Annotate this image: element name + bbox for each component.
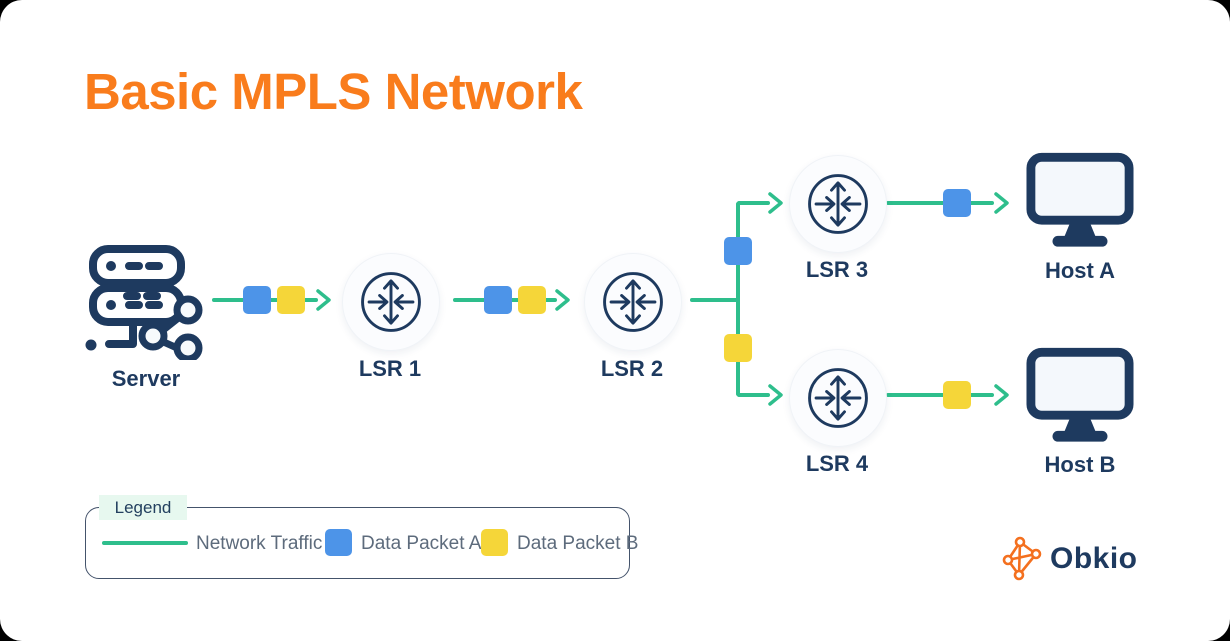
legend-title: Legend [114, 497, 172, 517]
legend-item-label: Data Packet B [517, 533, 639, 554]
page-title: Basic MPLS Network [84, 63, 583, 120]
router-icon [603, 272, 663, 332]
router-icon [361, 272, 421, 332]
node-label-host-b: Host B [1044, 452, 1116, 477]
data-packet-a [243, 286, 271, 314]
router-node-lsr2 [584, 253, 682, 351]
traffic-line [886, 393, 994, 397]
traffic-line [737, 393, 770, 397]
node-label-lsr4: LSR 4 [805, 451, 869, 476]
legend-item-label: Data Packet A [361, 533, 482, 554]
arrowhead-icon [316, 289, 331, 311]
arrowhead-icon [768, 192, 783, 214]
arrowhead-icon [555, 289, 570, 311]
data-packet-b [277, 286, 305, 314]
router-icon [808, 368, 868, 428]
data-packet-b [724, 334, 752, 362]
router-node-lsr1 [342, 253, 440, 351]
node-label-lsr3: LSR 3 [805, 257, 869, 282]
traffic-line [737, 201, 770, 205]
legend-packet-b-swatch [481, 529, 508, 556]
router-node-lsr4 [789, 349, 887, 447]
obkio-network-icon [1002, 536, 1042, 581]
router-node-lsr3 [789, 155, 887, 253]
data-packet-a [484, 286, 512, 314]
server-icon [85, 245, 203, 360]
legend-title-chip: Legend [99, 495, 187, 520]
node-label-server: Server [111, 366, 181, 391]
monitor-icon [1026, 152, 1134, 247]
arrowhead-icon [994, 384, 1009, 406]
node-label-lsr1: LSR 1 [358, 356, 422, 381]
data-packet-a [724, 237, 752, 265]
arrowhead-icon [994, 192, 1009, 214]
legend-item-label: Network Traffic [196, 533, 323, 554]
legend-packet-a-swatch [325, 529, 352, 556]
brand-logo-text: Obkio [1050, 542, 1138, 575]
traffic-line [886, 201, 994, 205]
traffic-line [690, 298, 739, 302]
brand-logo: Obkio [1002, 536, 1138, 582]
node-label-host-a: Host A [1044, 258, 1116, 283]
router-icon [808, 174, 868, 234]
monitor-icon [1026, 347, 1134, 442]
data-packet-b [943, 381, 971, 409]
arrowhead-icon [768, 384, 783, 406]
legend-traffic-line-swatch [102, 541, 188, 545]
data-packet-a [943, 189, 971, 217]
traffic-line [736, 202, 740, 396]
node-label-lsr2: LSR 2 [600, 356, 664, 381]
data-packet-b [518, 286, 546, 314]
